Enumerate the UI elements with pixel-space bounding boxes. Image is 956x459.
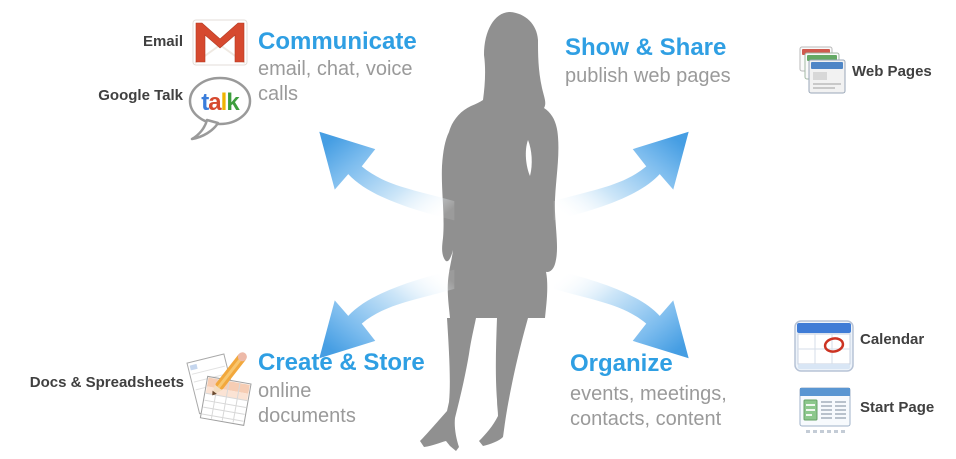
docs-spreadsheets-label: Docs & Spreadsheets [29,374,184,391]
email-label: Email [142,33,183,50]
start-page-label: Start Page [860,399,935,416]
start-page-icon [799,387,851,433]
calendar-label: Calendar [860,331,925,348]
google-talk-label: Google Talk [98,87,183,104]
organize-subtitle: events, meetings, contacts, content [570,383,727,430]
show-share-subtitle: publish web pages [565,65,731,87]
communicate-subtitle: email, chat, voice calls [258,58,413,105]
calendar-icon [794,320,854,372]
create-store-subtitle: online documents [258,380,356,427]
organize-title: Organize [570,350,673,377]
google-talk-icon: talk [188,76,252,141]
create-store-title: Create & Store [258,349,425,376]
arrow-bottom-right [553,269,689,359]
communicate-title: Communicate [258,28,417,55]
arrow-top-right [553,131,689,221]
woman-silhouette [420,12,559,451]
web-pages-icon [799,46,846,94]
arrow-top-left [319,131,455,221]
arrow-bottom-left [319,269,455,359]
gmail-icon [192,19,248,66]
docs-spreadsheets-icon [186,352,252,426]
show-share-title: Show & Share [565,34,727,61]
web-pages-label: Web Pages [852,63,932,80]
talk-logo-text: talk [201,89,240,116]
